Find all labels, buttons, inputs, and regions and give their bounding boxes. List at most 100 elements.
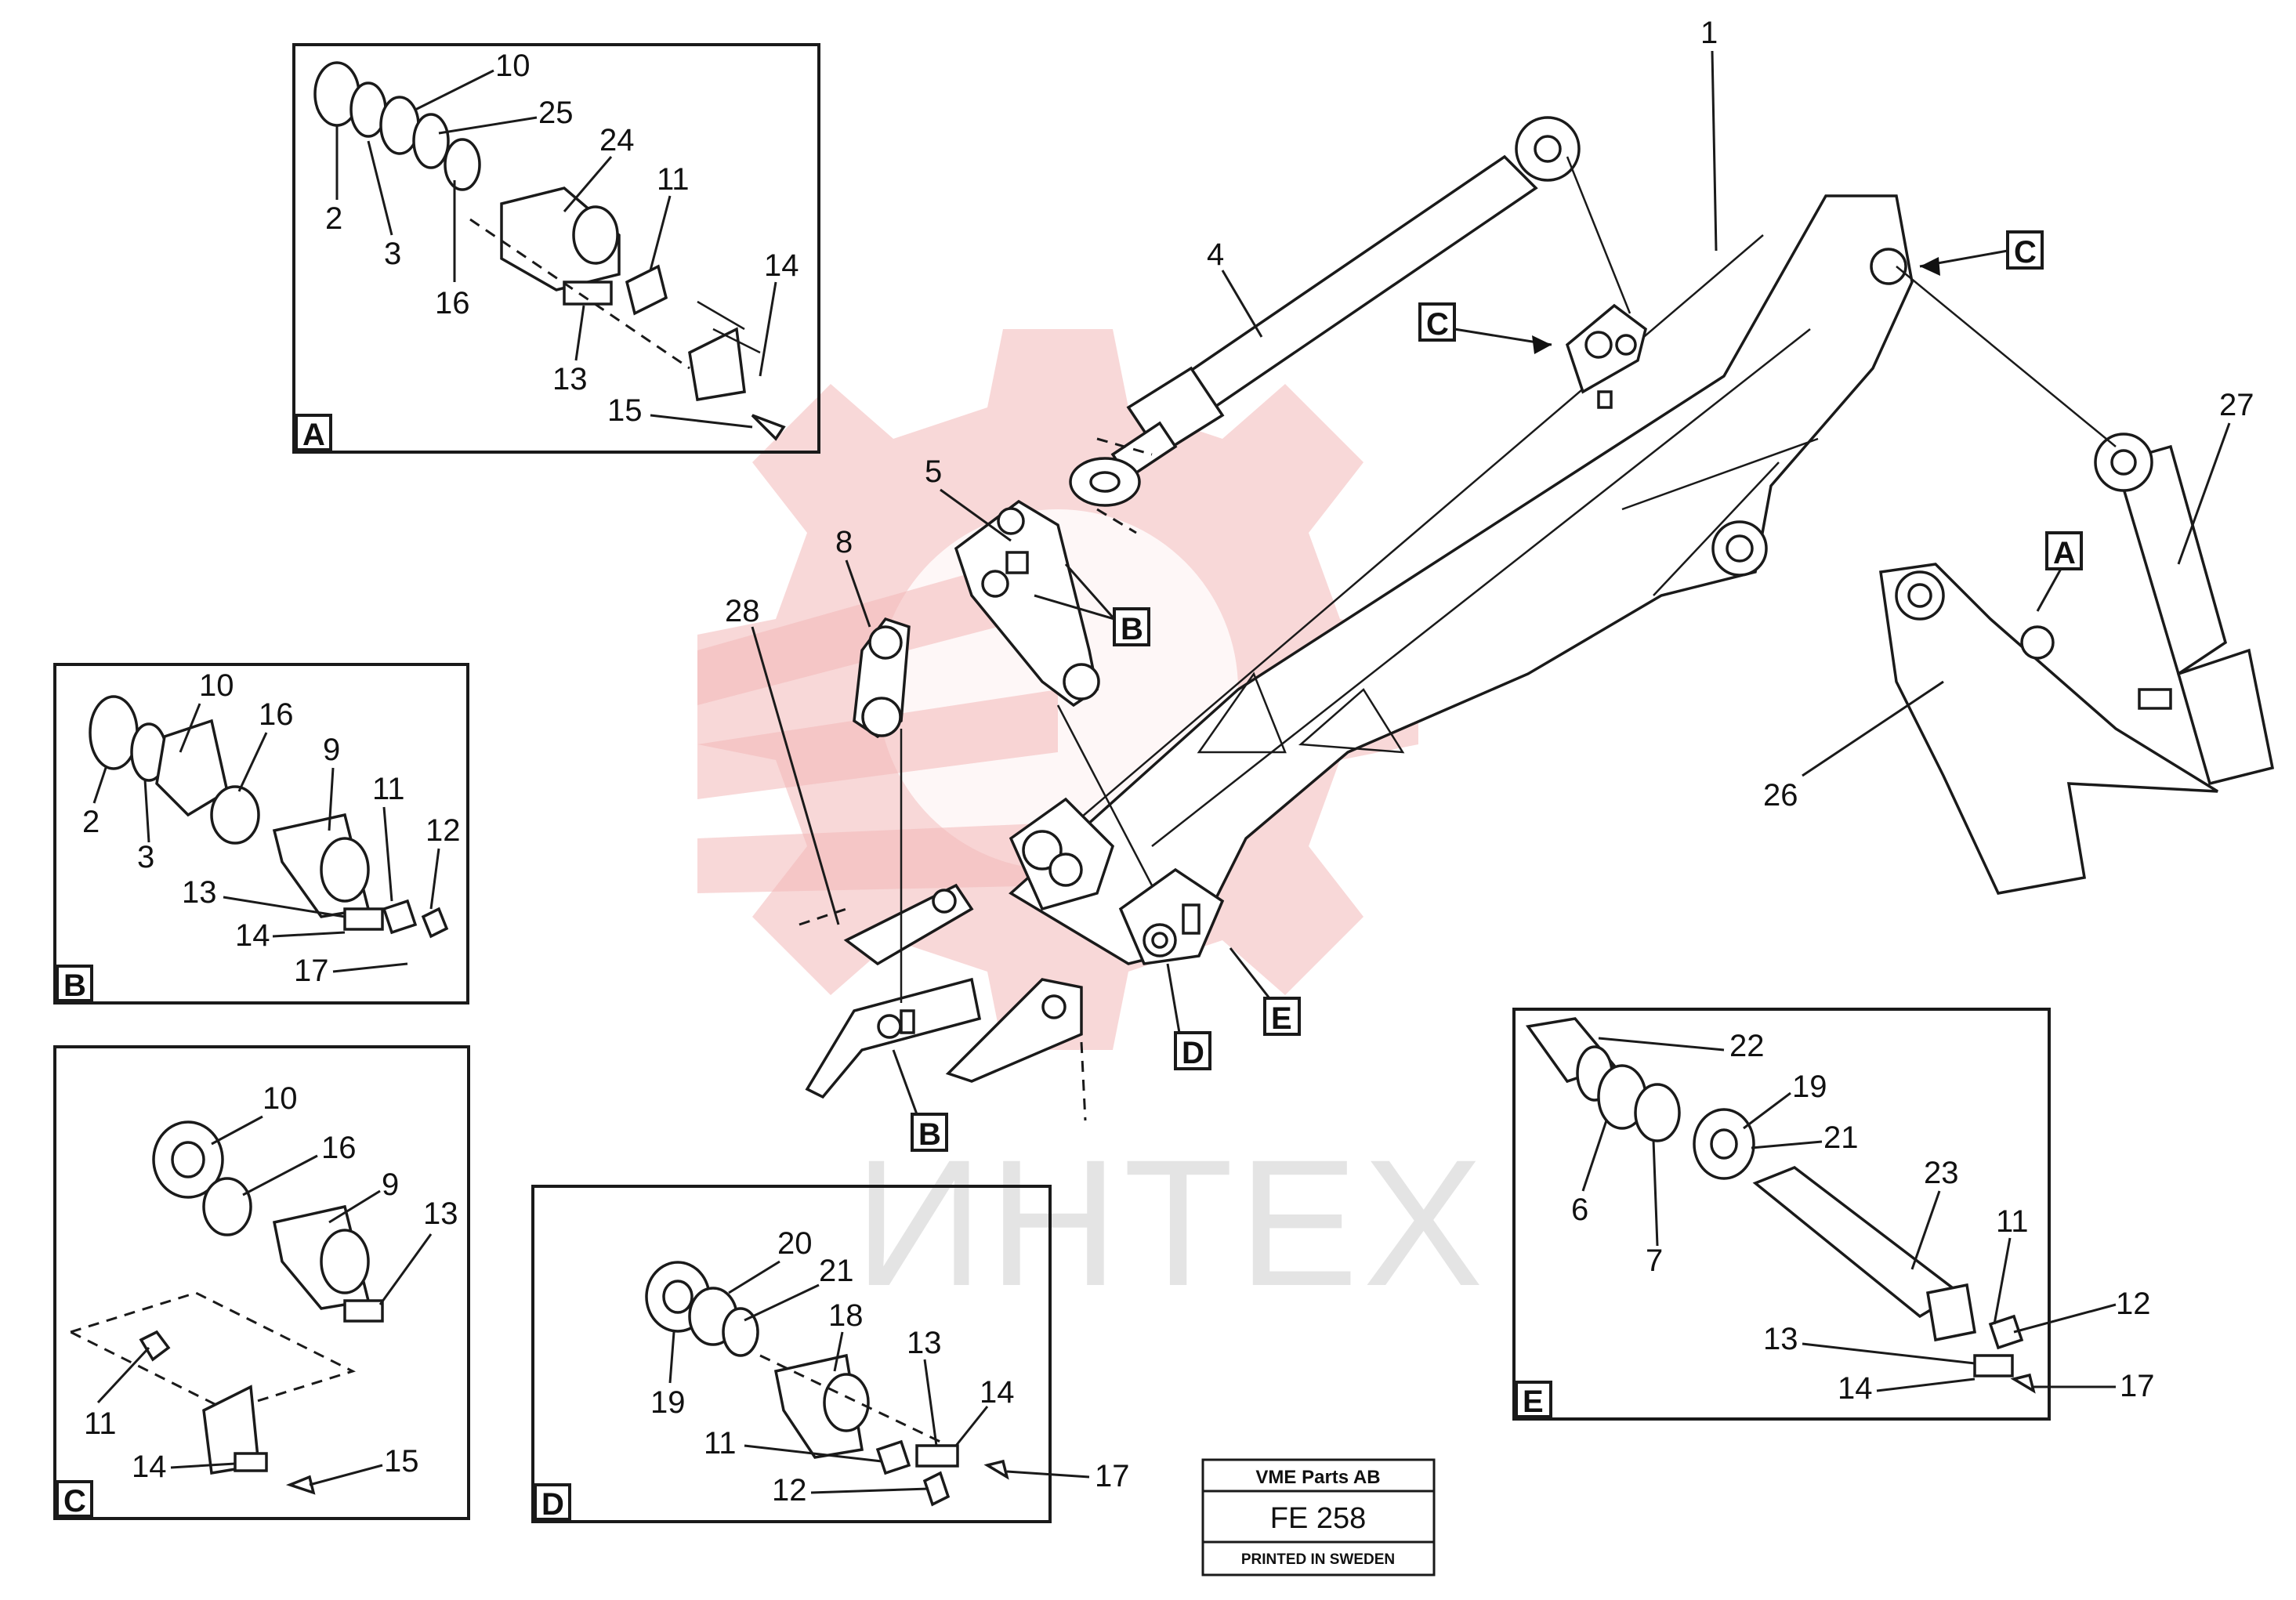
d-label-18: 18: [828, 1298, 864, 1333]
ref-tag-c-left: [1418, 302, 1456, 342]
b-label-12: 12: [426, 813, 461, 848]
ref-tag-b-link-label: B: [1121, 612, 1143, 646]
e-label-6: 6: [1571, 1193, 1588, 1227]
detail-d-tag-label: D: [541, 1487, 564, 1522]
ref-tag-c-left-label: C: [1426, 307, 1449, 342]
d-label-17: 17: [1095, 1459, 1130, 1493]
b-label-14: 14: [235, 918, 270, 953]
a-label-15: 15: [607, 393, 643, 428]
detail-a-tag: [295, 414, 332, 451]
detail-b: B 10 16 9 11 12 2 3 13 14 17: [53, 663, 469, 1005]
e-label-19: 19: [1792, 1070, 1827, 1104]
d-label-14: 14: [980, 1375, 1015, 1410]
e-label-7: 7: [1646, 1243, 1663, 1278]
callout-5: 5: [925, 454, 942, 489]
link-8: [853, 617, 911, 739]
ref-tag-e-label: E: [1271, 1001, 1292, 1036]
a-label-24: 24: [599, 123, 635, 157]
c-label-11: 11: [84, 1406, 117, 1441]
detail-b-frame: [53, 663, 469, 1005]
title-block-company: VME Parts AB: [1255, 1467, 1380, 1488]
c-label-16: 16: [321, 1131, 357, 1165]
detail-d: D 20 21 18 13 14 19 11 12 17: [531, 1185, 1130, 1523]
title-block-printed: PRINTED IN SWEDEN: [1241, 1551, 1395, 1568]
callout-28: 28: [725, 594, 760, 628]
callout-1: 1: [1700, 16, 1718, 50]
a-label-13: 13: [552, 362, 588, 396]
a-label-10: 10: [495, 49, 531, 83]
a-label-16: 16: [435, 286, 470, 320]
detail-c: C 10 16 9 13 11 14 15: [53, 1045, 470, 1520]
b-label-10: 10: [199, 668, 234, 703]
ref-tag-c-right-label: C: [2014, 235, 2037, 270]
e-label-23: 23: [1924, 1156, 1959, 1190]
d-label-11: 11: [704, 1426, 737, 1461]
stick-assembly: [1879, 433, 2275, 895]
d-label-13: 13: [907, 1326, 942, 1360]
e-label-22: 22: [1729, 1029, 1765, 1063]
e-label-11: 11: [1996, 1204, 2029, 1239]
callout-4: 4: [1207, 237, 1224, 272]
a-label-3: 3: [384, 237, 401, 271]
ref-tag-d: [1174, 1031, 1211, 1070]
detail-a-tag-label: A: [302, 418, 325, 452]
b-label-3: 3: [137, 840, 154, 874]
d-label-20: 20: [777, 1226, 813, 1261]
reference-lines: [900, 156, 2117, 1003]
ref-tag-b-bracket-label: B: [918, 1117, 941, 1152]
clevis-c: [1565, 303, 1647, 409]
boom-cylinder: [1069, 116, 1581, 507]
title-block: VME Parts AB FE 258 PRINTED IN SWEDEN: [1201, 1458, 1436, 1576]
callout-27: 27: [2219, 388, 2254, 422]
ref-tag-d-label: D: [1182, 1036, 1204, 1070]
detail-e-tag-label: E: [1523, 1385, 1544, 1419]
e-label-21: 21: [1823, 1120, 1859, 1155]
a-label-14: 14: [764, 248, 799, 283]
c-label-13: 13: [423, 1196, 458, 1231]
ref-tag-b-link: [1113, 607, 1150, 646]
c-label-10: 10: [263, 1081, 298, 1116]
detail-e-tag: [1515, 1381, 1552, 1418]
e-label-12: 12: [2116, 1287, 2151, 1321]
detail-a-frame: [292, 43, 820, 454]
e-label-13: 13: [1763, 1322, 1798, 1356]
detail-c-tag-label: C: [63, 1484, 86, 1519]
b-label-9: 9: [323, 733, 340, 767]
e-label-14: 14: [1838, 1371, 1873, 1406]
b-label-13: 13: [182, 875, 217, 910]
title-block-code: FE 258: [1270, 1502, 1367, 1535]
ref-tag-e: [1263, 997, 1301, 1036]
boom-assembly: [1009, 194, 1914, 965]
callout-26: 26: [1763, 778, 1798, 813]
watermark-text: ИНТЕХ: [854, 1122, 1488, 1323]
detail-a: A 10 25 24 11 2 3 16 14 13 15: [292, 43, 820, 454]
detail-d-tag: [534, 1483, 571, 1521]
b-label-16: 16: [259, 697, 294, 732]
a-label-2: 2: [325, 201, 342, 236]
d-label-12: 12: [772, 1473, 807, 1508]
e-label-17: 17: [2120, 1369, 2155, 1403]
ref-tag-a: [2045, 531, 2083, 570]
c-label-9: 9: [382, 1167, 399, 1202]
detail-d-frame: [531, 1185, 1052, 1523]
detail-e-frame: [1512, 1008, 2051, 1421]
a-label-11: 11: [657, 162, 690, 197]
d-label-19: 19: [650, 1385, 686, 1420]
detail-b-tag: [56, 965, 93, 1002]
main-callouts: 1 4 5 8 28 26 27 C C B A B D: [725, 16, 2254, 1152]
detail-e: E 22 19 21 23 6 7 11 12 13 14 17: [1512, 1008, 2155, 1421]
a-label-25: 25: [538, 96, 574, 130]
d-label-21: 21: [819, 1254, 854, 1288]
c-label-15: 15: [384, 1444, 419, 1479]
ref-tag-a-label: A: [2053, 536, 2076, 570]
boom: [1009, 194, 1914, 965]
detail-b-tag-label: B: [63, 968, 86, 1003]
bracket-28: [799, 883, 1087, 1121]
ref-tag-b-bracket: [911, 1113, 948, 1152]
b-label-11: 11: [372, 772, 405, 806]
link-5: [954, 499, 1100, 708]
b-label-17: 17: [294, 954, 329, 988]
c-label-14: 14: [132, 1450, 167, 1484]
ref-tag-c-right: [2006, 230, 2044, 270]
